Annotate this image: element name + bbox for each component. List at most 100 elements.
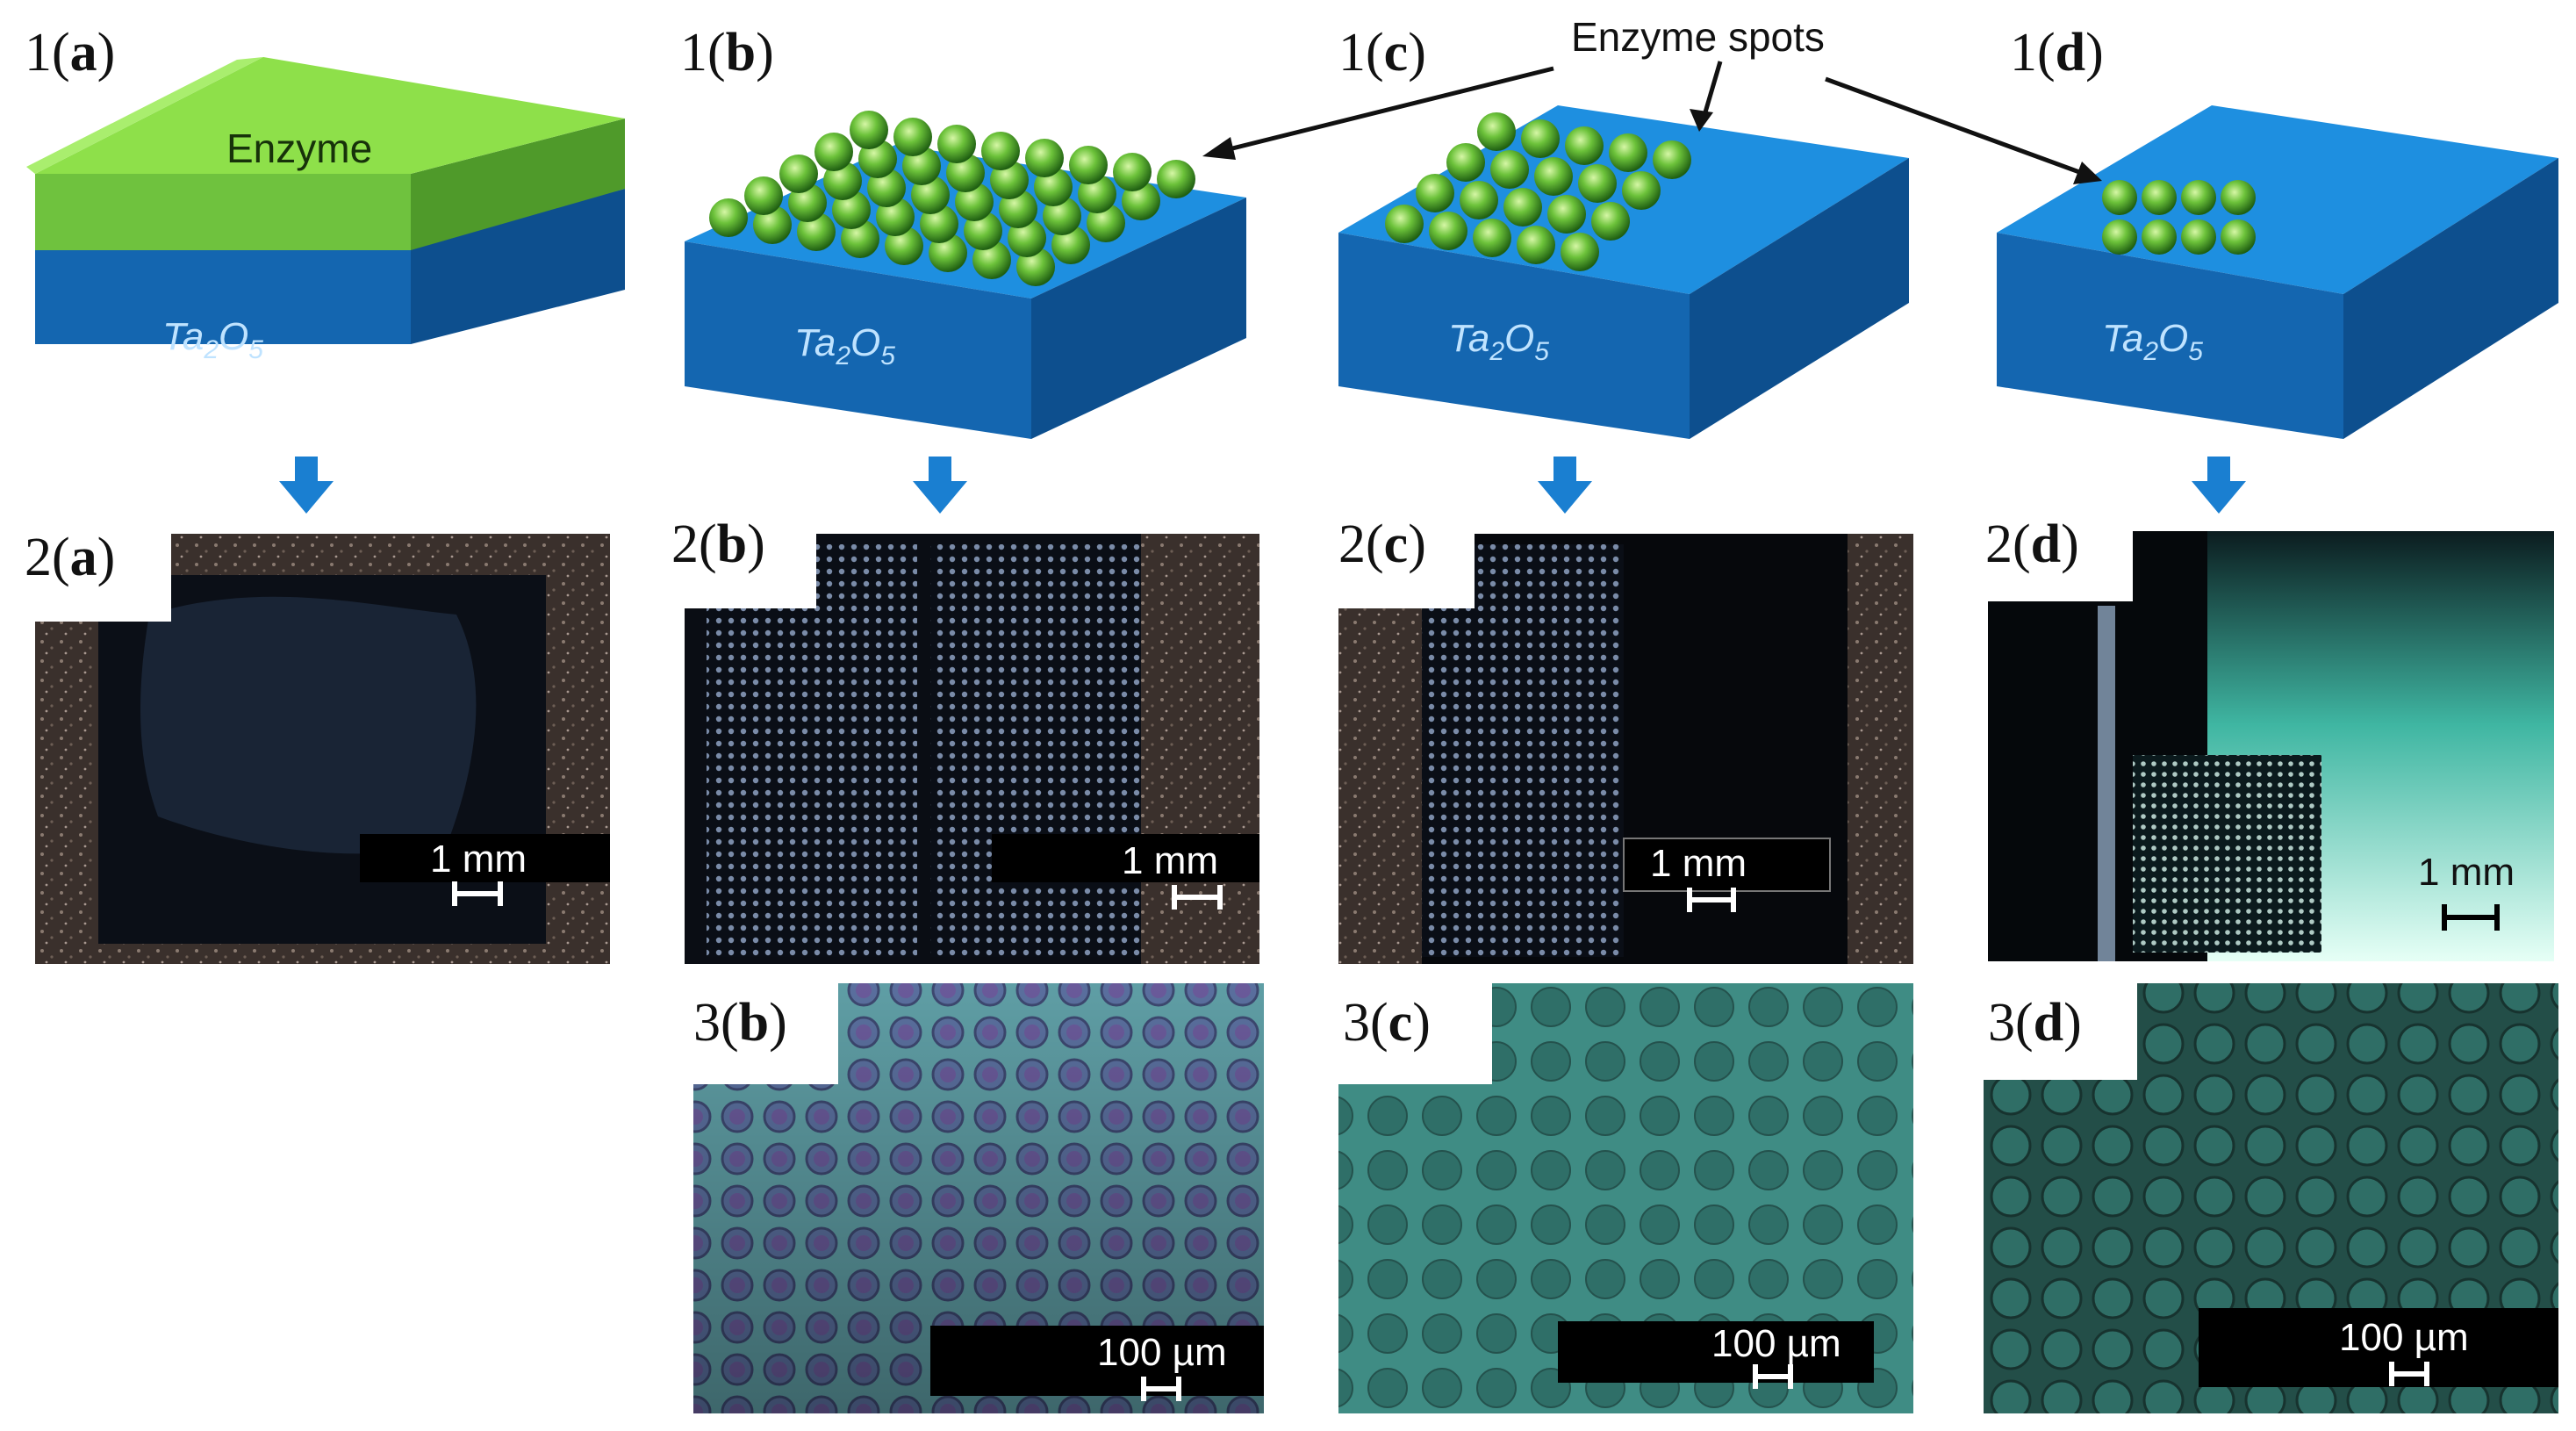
enzyme-spot: [1561, 233, 1599, 271]
enzyme-spot: [709, 198, 748, 237]
substrate-label-1b: Ta2O5: [794, 321, 895, 370]
schematic-1c: 1(c) Ta2O5: [1338, 23, 1909, 439]
enzyme-spot: [1521, 119, 1560, 158]
enzyme-spots-1d: [2102, 180, 2256, 255]
enzyme-spot: [1008, 219, 1046, 257]
panel-label-1c: 1(c): [1338, 23, 1426, 83]
enzyme-spot: [885, 227, 923, 265]
enzyme-spot: [1477, 112, 1516, 151]
panel-label-3b: 3(b): [693, 993, 787, 1053]
panel-label-1b: 1(b): [680, 23, 774, 83]
down-arrow-icon: [279, 457, 334, 514]
enzyme-spot: [876, 198, 915, 236]
enzyme-spot: [1609, 133, 1647, 172]
enzyme-spot: [920, 205, 958, 243]
enzyme-spot: [999, 190, 1037, 228]
enzyme-spot: [2181, 219, 2216, 255]
enzyme-spots-label: Enzyme spots: [1571, 14, 1825, 60]
enzyme-spot: [1517, 226, 1555, 264]
scale-bar-label-3d: 100 µm: [2339, 1316, 2469, 1359]
scale-bar-3c: [1753, 1364, 1793, 1389]
scale-bar-label-2b: 1 mm: [1122, 839, 1218, 882]
enzyme-spot: [753, 205, 792, 244]
enzyme-spot: [2142, 180, 2177, 215]
enzyme-spot: [972, 241, 1011, 279]
enzyme-spot: [2102, 219, 2137, 255]
scale-bar-3d: [2389, 1362, 2429, 1386]
scale-bar-label-3c: 100 µm: [1711, 1322, 1841, 1365]
enzyme-spot: [1490, 150, 1529, 189]
schematic-1b: 1(b) Ta2O5: [680, 23, 1246, 439]
scale-bar-2d: [2442, 904, 2500, 931]
down-arrows: [279, 457, 2246, 514]
enzyme-spot: [1069, 146, 1108, 184]
schematic-1d: 1(d) Ta2O5: [1997, 23, 2558, 439]
panel-label-1a: 1(a): [25, 23, 115, 83]
enzyme-spots-annotation: Enzyme spots: [1202, 14, 2102, 184]
enzyme-spot: [788, 183, 827, 222]
enzyme-spot: [893, 118, 932, 156]
enzyme-spot: [1547, 195, 1586, 234]
down-arrow-icon: [913, 457, 967, 514]
enzyme-spot: [981, 132, 1020, 170]
enzyme-spot: [1473, 219, 1511, 257]
enzyme-spot: [832, 191, 871, 229]
enzyme-spot: [937, 125, 976, 163]
enzyme-spot: [841, 219, 879, 258]
enzyme-spot: [946, 154, 985, 192]
scale-bar-3b: [1141, 1377, 1181, 1401]
enzyme-spot: [1591, 202, 1630, 241]
scale-bar-label-2d: 1 mm: [2418, 851, 2515, 894]
panel-label-2c: 2(c): [1338, 514, 1426, 574]
panel-label-2b: 2(b): [671, 514, 765, 574]
scale-bar-label-2a: 1 mm: [430, 838, 527, 881]
enzyme-spot: [779, 155, 818, 193]
enzyme-spot: [929, 234, 967, 272]
enzyme-spot: [1416, 174, 1454, 212]
enzyme-spot: [1622, 171, 1661, 210]
enzyme-spots-1c: [1385, 112, 1691, 271]
enzyme-spot: [1534, 157, 1573, 196]
enzyme-spot: [1025, 139, 1064, 177]
enzyme-spot: [1503, 188, 1542, 227]
micrograph-2c: 2(c) 1 mm: [1338, 514, 1913, 964]
closeup-3c: 3(c) 100 µm: [1334, 979, 1913, 1413]
scale-bar-label-3b: 100 µm: [1097, 1331, 1227, 1374]
enzyme-spot: [1446, 143, 1485, 182]
down-arrow-icon: [2192, 457, 2246, 514]
enzyme-spot: [1043, 197, 1081, 235]
enzyme-spot: [2221, 219, 2256, 255]
enzyme-spot: [2102, 180, 2137, 215]
panel-label-2d: 2(d): [1985, 514, 2079, 574]
enzyme-spot: [823, 162, 862, 200]
enzyme-spot: [1578, 164, 1617, 203]
enzyme-spot: [1157, 160, 1195, 198]
enzyme-spot: [2181, 180, 2216, 215]
enzyme-spot: [902, 147, 941, 185]
scale-bar-2b: [1172, 885, 1223, 910]
enzyme-spot: [867, 169, 906, 207]
enzyme-spot: [1113, 153, 1152, 191]
enzyme-spot: [744, 176, 783, 215]
scale-bar-label-2c: 1 mm: [1650, 842, 1747, 885]
enzyme-spot: [1051, 226, 1090, 264]
panel-label-2a: 2(a): [25, 528, 115, 587]
closeup-3b: 3(b) 100 µm: [680, 979, 1264, 1413]
panel-label-3d: 3(d): [1988, 993, 2082, 1053]
scale-bar-2a: [452, 881, 503, 906]
closeup-3d: 3(d) 100 µm: [1979, 979, 2558, 1413]
micrograph-2b: 2(b) 1 mm: [671, 514, 1259, 964]
enzyme-spot: [1565, 126, 1604, 165]
down-arrow-icon: [1538, 457, 1592, 514]
enzyme-spots-1b: [709, 111, 1195, 286]
enzyme-spot: [955, 183, 994, 221]
enzyme-spot: [1385, 205, 1424, 243]
enzyme-spot: [1078, 175, 1116, 213]
enzyme-layer-label: Enzyme: [226, 126, 372, 171]
substrate-label-1a: Ta2O5: [162, 315, 263, 364]
enzyme-spot: [797, 212, 836, 251]
enzyme-spot: [911, 176, 950, 214]
scale-bar-2c: [1687, 888, 1736, 912]
enzyme-spot: [858, 140, 897, 178]
